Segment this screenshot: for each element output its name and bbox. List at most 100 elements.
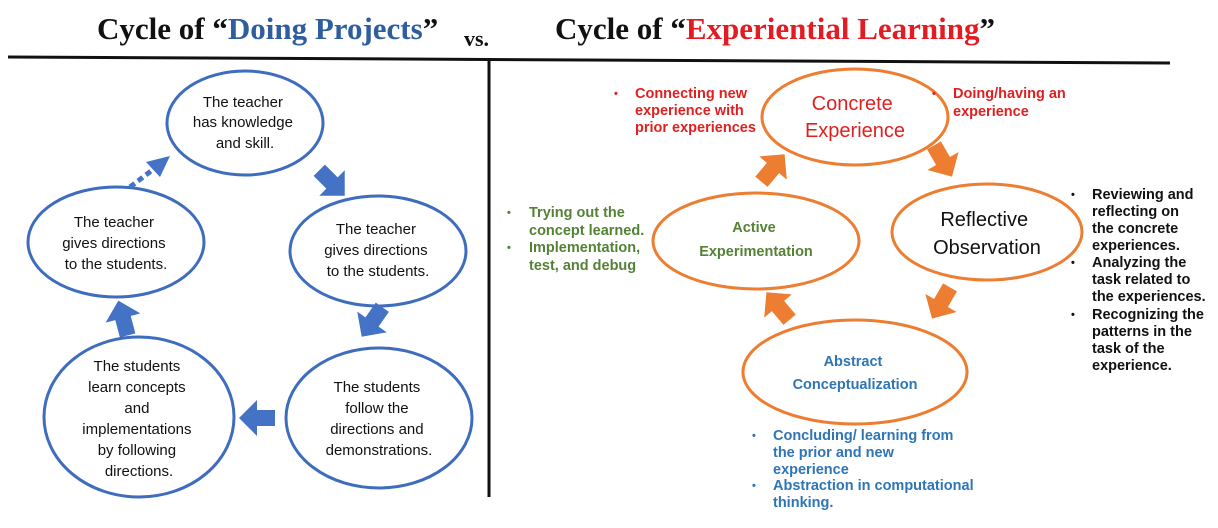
- note-reviewing-bullet-1: •: [1071, 189, 1075, 201]
- doing-node-5-line-1: The teacher: [74, 214, 154, 231]
- doing-node-1-line-1: The teacher: [203, 94, 283, 111]
- note-doing: • Doing/having an experience: [932, 86, 1070, 120]
- stage-1-line-2: Experience: [805, 120, 905, 142]
- note-doing-line-1: Doing/having an: [953, 86, 1066, 102]
- doing-node-3-line-3: directions and: [330, 421, 423, 438]
- doing-node-students-follow-text: The students follow the directions and d…: [326, 379, 433, 459]
- doing-arrow-left-3: [239, 400, 275, 436]
- note-concluding-1-line-3: experience: [773, 462, 849, 478]
- doing-dotted-arrow-head: [146, 156, 170, 177]
- note-concluding-2-line-2: thinking.: [773, 495, 833, 511]
- note-reviewing-2-line-3: the experiences.: [1092, 289, 1206, 305]
- note-reviewing-1-line-1: Reviewing and: [1092, 187, 1194, 203]
- header-divider-line: [7, 55, 1171, 65]
- note-concluding-bullet-2: •: [752, 480, 756, 492]
- note-concluding: • Concluding/ learning from the prior an…: [752, 428, 978, 511]
- note-connecting-line-1: Connecting new: [635, 86, 748, 102]
- note-concluding-1-line-1: Concluding/ learning from: [773, 428, 953, 444]
- left-title-prefix: Cycle of “: [97, 11, 228, 46]
- stage-1-line-1: Concrete: [812, 93, 893, 115]
- stage-reflective-observation: [890, 182, 1084, 282]
- right-title-prefix: Cycle of “: [555, 11, 686, 46]
- stage-3-line-2: Conceptualization: [793, 377, 918, 393]
- experiential-arrow-down-left: [916, 278, 966, 328]
- doing-node-students-learn: [42, 335, 236, 499]
- note-reviewing-bullet-2: •: [1071, 257, 1075, 269]
- note-connecting-line-3: prior experiences: [635, 120, 756, 136]
- note-reviewing-text-2: Analyzing the task related to the experi…: [1092, 255, 1206, 305]
- note-trying-text-2: Implementation, test, and debug: [529, 240, 644, 274]
- doing-node-4-line-6: directions.: [105, 463, 173, 480]
- note-reviewing-3-line-1: Recognizing the: [1092, 307, 1204, 323]
- doing-node-teacher-directions-left: [26, 185, 206, 299]
- note-trying: • Trying out the concept learned. • Impl…: [507, 205, 644, 274]
- stage-3-line-1: Abstract: [824, 354, 883, 370]
- doing-node-4-line-5: by following: [98, 442, 176, 459]
- note-reviewing-1-line-4: experiences.: [1092, 238, 1180, 254]
- doing-node-4-line-3: and: [124, 400, 149, 417]
- note-reviewing-1-line-3: the concrete: [1092, 221, 1178, 237]
- stage-active-experimentation: [651, 191, 861, 291]
- note-trying-1-line-2: concept learned.: [529, 223, 644, 239]
- stage-concrete-experience: [760, 67, 950, 167]
- doing-node-teacher-knowledge-text: The teacher has knowledge and skill.: [193, 94, 297, 152]
- note-connecting-line-2: experience with: [635, 103, 744, 119]
- note-trying-bullet-1: •: [507, 207, 511, 219]
- doing-node-2-line-3: to the students.: [327, 263, 430, 280]
- doing-node-5-line-2: gives directions: [62, 235, 165, 252]
- note-reviewing-3-line-4: experience.: [1092, 358, 1172, 374]
- note-doing-bullet: •: [932, 88, 936, 100]
- note-reviewing-3-line-3: task of the: [1092, 341, 1165, 357]
- note-reviewing-3-line-2: patterns in the: [1092, 324, 1192, 340]
- experiential-learning-title: Cycle of “Experiential Learning”: [555, 11, 995, 46]
- right-title-highlight: Experiential Learning: [686, 11, 980, 46]
- note-reviewing-2-line-1: Analyzing the: [1092, 255, 1186, 271]
- doing-node-3-line-1: The students: [334, 379, 421, 396]
- doing-node-3-line-4: demonstrations.: [326, 442, 433, 459]
- doing-node-students-learn-text: The students learn concepts and implemen…: [82, 358, 195, 480]
- note-trying-1-line-1: Trying out the: [529, 205, 625, 221]
- versus-label: vs.: [464, 26, 489, 51]
- note-reviewing-text-3: Recognizing the patterns in the task of …: [1092, 307, 1208, 374]
- note-concluding-2-line-1: Abstraction in computational: [773, 478, 974, 494]
- stage-2-line-1: Reflective: [940, 209, 1028, 231]
- note-trying-2-line-2: test, and debug: [529, 258, 636, 274]
- stage-abstract-conceptualization-label: Abstract Conceptualization: [793, 354, 918, 393]
- note-doing-line-2: experience: [953, 104, 1029, 120]
- stage-2-line-2: Observation: [933, 237, 1041, 259]
- note-concluding-text-2: Abstraction in computational thinking.: [773, 478, 978, 511]
- right-title-suffix: ”: [979, 11, 995, 46]
- doing-node-2-line-1: The teacher: [336, 221, 416, 238]
- left-title-highlight: Doing Projects: [228, 11, 423, 46]
- note-connecting-text: Connecting new experience with prior exp…: [635, 86, 756, 136]
- doing-node-2-line-2: gives directions: [324, 242, 427, 259]
- note-trying-2-line-1: Implementation,: [529, 240, 640, 256]
- doing-node-1-line-2: has knowledge: [193, 114, 293, 131]
- note-trying-text-1: Trying out the concept learned.: [529, 205, 644, 239]
- doing-node-3-line-2: follow the: [345, 400, 408, 417]
- stage-active-experimentation-label: Active Experimentation: [699, 220, 813, 260]
- doing-node-4-line-2: learn concepts: [88, 379, 186, 396]
- note-connecting: • Connecting new experience with prior e…: [614, 86, 756, 136]
- doing-node-teacher-directions-right-text: The teacher gives directions to the stud…: [324, 221, 432, 280]
- stage-reflective-observation-label: Reflective Observation: [933, 209, 1041, 259]
- note-concluding-bullet-1: •: [752, 430, 756, 442]
- stage-abstract-conceptualization: [741, 318, 969, 426]
- doing-projects-title: Cycle of “Doing Projects”: [97, 11, 438, 46]
- note-reviewing-2-line-2: task related to: [1092, 272, 1190, 288]
- stage-4-line-2: Experimentation: [699, 244, 813, 260]
- doing-node-1-line-3: and skill.: [216, 135, 274, 152]
- note-connecting-bullet: •: [614, 88, 618, 100]
- doing-arrow-up-4: [100, 295, 146, 341]
- stage-concrete-experience-label: Concrete Experience: [805, 93, 905, 142]
- note-reviewing-text-1: Reviewing and reflecting on the concrete…: [1092, 187, 1198, 254]
- left-title-suffix: ”: [423, 11, 439, 46]
- stage-4-line-1: Active: [732, 220, 776, 236]
- note-reviewing-1-line-2: reflecting on: [1092, 204, 1179, 220]
- note-doing-text: Doing/having an experience: [953, 86, 1070, 120]
- note-reviewing-bullet-3: •: [1071, 309, 1075, 321]
- note-reviewing: • Reviewing and reflecting on the concre…: [1071, 187, 1208, 374]
- doing-node-students-follow: [284, 346, 474, 490]
- doing-node-5-line-3: to the students.: [65, 256, 168, 273]
